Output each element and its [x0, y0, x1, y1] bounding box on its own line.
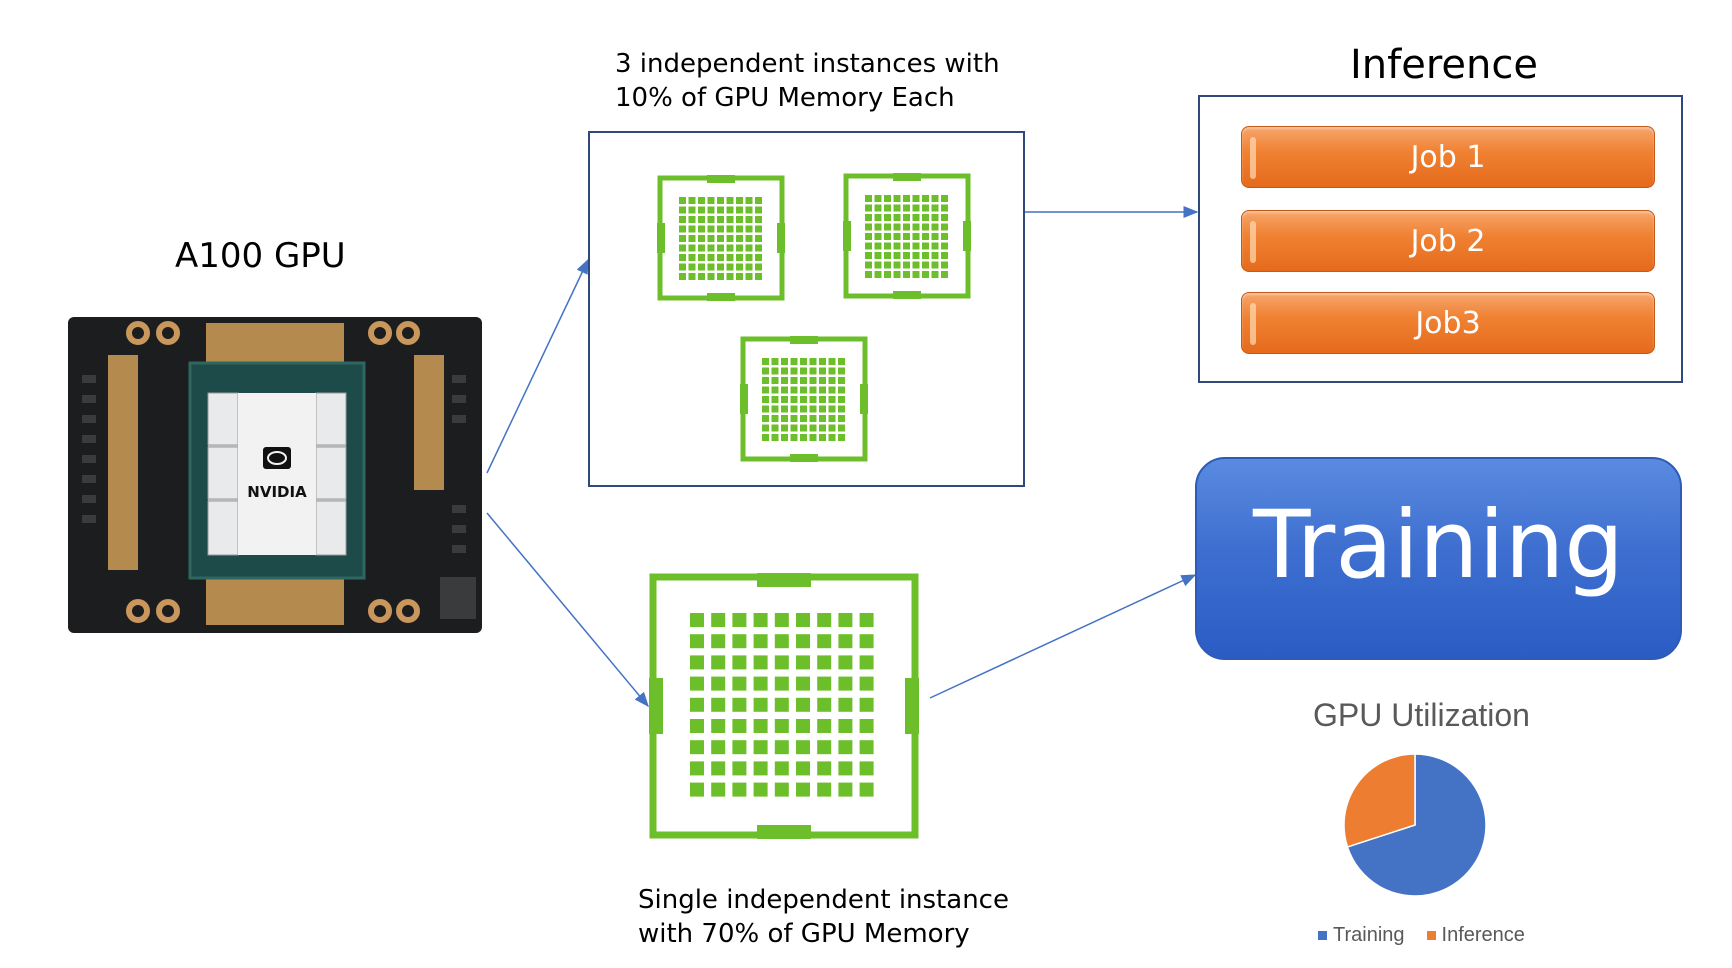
gpu-title: A100 GPU — [175, 236, 346, 276]
chart-title: GPU Utilization — [1313, 697, 1530, 733]
utilization-pie-chart — [1343, 753, 1487, 897]
caption-line: 3 independent instances with — [615, 49, 1000, 79]
pie-slice-inference — [1343, 753, 1416, 848]
legend-label: Inference — [1441, 924, 1525, 946]
pie-slice-training — [1346, 753, 1487, 897]
single-instance-caption: Single independent instance with 70% of … — [638, 883, 1009, 951]
nvidia-eye-icon — [263, 447, 291, 469]
arrow-gpu-to-single-instance — [486, 512, 649, 708]
arrow-gpu-to-instances — [486, 258, 589, 474]
gpu-instance-icon — [740, 336, 868, 462]
inference-box: Job 1 Job 2 Job3 — [1198, 95, 1683, 383]
job-3-bar: Job3 — [1241, 292, 1655, 354]
arrow-single-to-training — [929, 574, 1197, 699]
legend-label: Training — [1333, 924, 1405, 946]
top-instances-caption: 3 independent instances with 10% of GPU … — [615, 47, 1000, 115]
gpu-instance-icon — [843, 173, 971, 299]
caption-line: 10% of GPU Memory Each — [615, 83, 955, 113]
legend-item-training: Training — [1318, 924, 1405, 947]
large-gpu-instance-icon — [649, 573, 919, 839]
gpu-instance-icon — [657, 175, 785, 301]
caption-line: Single independent instance — [638, 885, 1009, 915]
training-label: Training — [1253, 491, 1624, 600]
job-1-bar: Job 1 — [1241, 126, 1655, 188]
three-instances-box — [588, 131, 1025, 487]
legend-item-inference: Inference — [1426, 924, 1525, 947]
caption-line: with 70% of GPU Memory — [638, 919, 970, 949]
chart-legend: Training Inference — [1318, 924, 1525, 947]
a100-gpu-image: NVIDIA — [68, 317, 482, 633]
nvidia-logo-text: NVIDIA — [247, 483, 307, 501]
inference-title: Inference — [1350, 42, 1538, 88]
training-box: Training — [1195, 457, 1682, 660]
job-2-bar: Job 2 — [1241, 210, 1655, 272]
